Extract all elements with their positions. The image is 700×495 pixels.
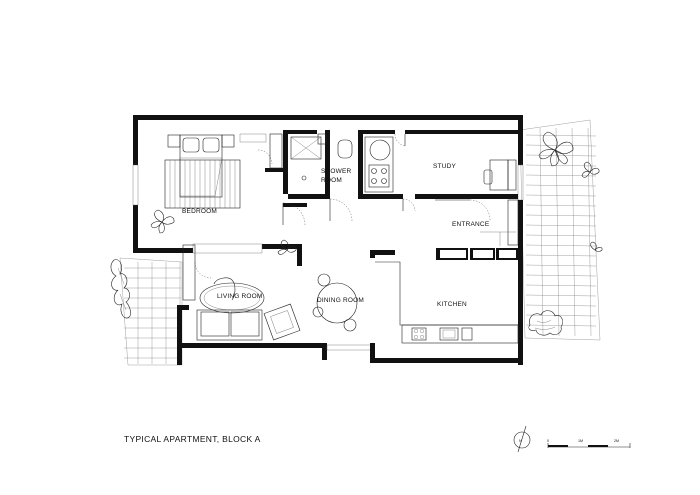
plant-icon <box>581 161 600 178</box>
label-dining-room: DINING ROOM <box>317 297 364 304</box>
scale-label-1m: 1M <box>578 439 583 443</box>
plants <box>110 131 603 336</box>
plant-icon <box>150 209 175 234</box>
dining-room-furniture <box>312 273 358 332</box>
shrub-icon <box>528 310 563 336</box>
terrace-paving-left <box>119 257 183 366</box>
scale-bar: 0 1M 2M <box>547 439 631 448</box>
bedroom-furniture <box>164 133 283 209</box>
plan-caption: TYPICAL APARTMENT, BLOCK A <box>124 434 261 444</box>
exterior-walls <box>132 115 524 365</box>
doors <box>194 133 491 279</box>
label-living-room: LIVING ROOM <box>217 293 263 300</box>
plant-icon <box>277 239 297 255</box>
label-kitchen: KITCHEN <box>437 301 467 308</box>
plant-icon <box>590 241 603 252</box>
kitchen-fixtures <box>375 261 519 344</box>
north-label: N <box>519 439 522 443</box>
label-shower-room-line2: ROOM <box>321 177 342 184</box>
terrace-paving-right <box>519 119 601 341</box>
entrance-fixtures <box>480 199 519 246</box>
label-study: STUDY <box>433 163 456 170</box>
label-entrance: ENTRANCE <box>452 221 490 228</box>
living-room-furniture <box>182 244 301 341</box>
shower-room-fixtures <box>290 133 353 181</box>
study-fixtures <box>364 136 517 193</box>
tree-icon <box>110 259 131 319</box>
scale-label-2m: 2M <box>614 439 619 443</box>
scale-label-0: 0 <box>547 439 549 443</box>
plant-icon <box>538 131 574 167</box>
label-shower-room-line1: SHOWER <box>321 168 352 175</box>
north-arrow-icon: N <box>513 425 531 453</box>
label-bedroom: BEDROOM <box>182 208 217 215</box>
interior-walls <box>265 130 518 260</box>
room-labels: BEDROOM SHOWER ROOM STUDY ENTRANCE LIVIN… <box>182 163 490 308</box>
